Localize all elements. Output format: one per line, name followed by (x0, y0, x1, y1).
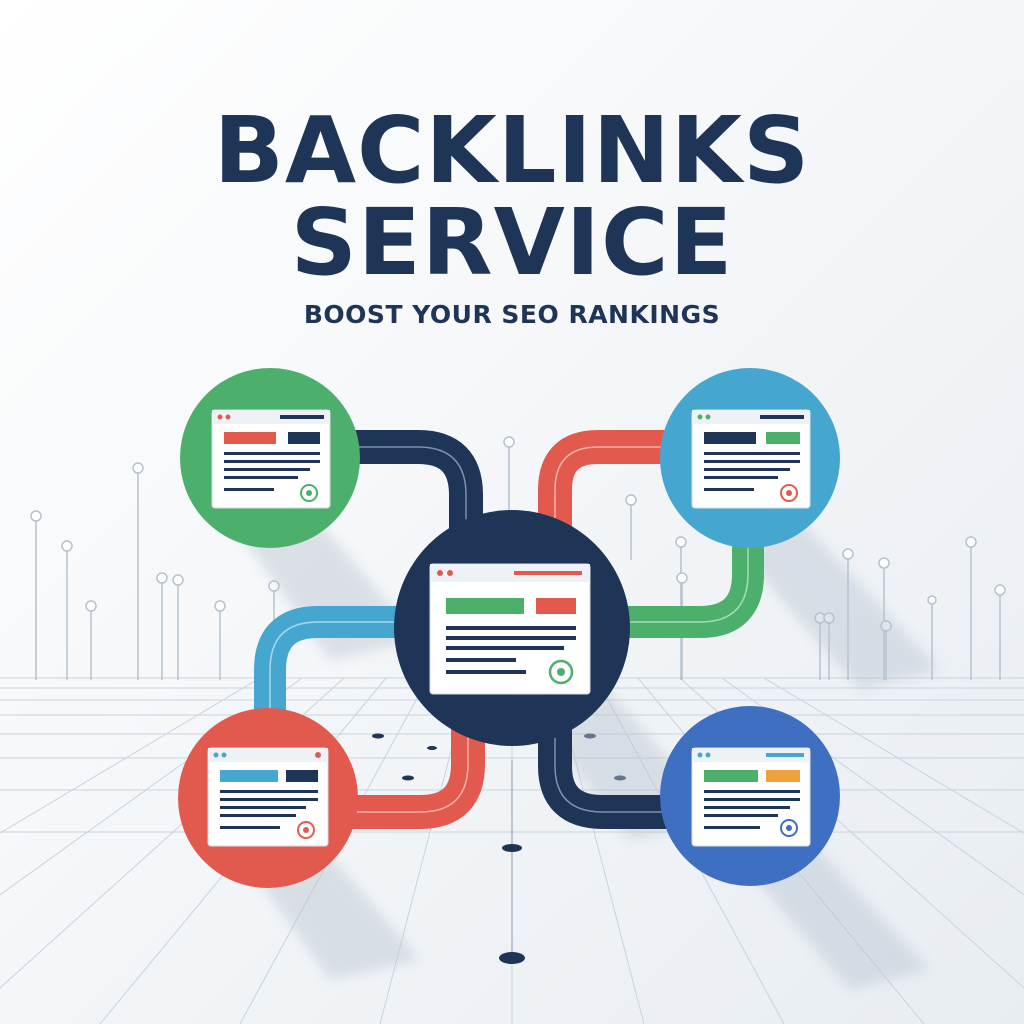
node-top-right (660, 368, 840, 548)
webpage-icon (429, 563, 591, 695)
link-hub-right-green (620, 540, 764, 638)
link-bottom-left-hub (340, 700, 485, 829)
node-hub (394, 510, 630, 746)
center-drop-line (372, 733, 626, 964)
webpage-icon (211, 409, 331, 509)
title-line-2: SERVICE (290, 189, 734, 296)
link-hub-top-right (538, 430, 690, 545)
link-left-teal-hub (254, 606, 410, 740)
node-top-left (180, 368, 360, 548)
node-bottom-left (178, 708, 358, 888)
webpage-icon (691, 747, 811, 847)
title-line-1: BACKLINKS (213, 97, 811, 204)
connector-links (254, 430, 764, 829)
subtitle: BOOST YOUR SEO RANKINGS (303, 300, 721, 329)
webpage-icon (207, 747, 329, 847)
link-hub-bottom-right (538, 700, 690, 829)
link-top-left-hub (330, 430, 483, 540)
webpage-icon (691, 409, 811, 509)
node-bottom-right (660, 706, 840, 886)
